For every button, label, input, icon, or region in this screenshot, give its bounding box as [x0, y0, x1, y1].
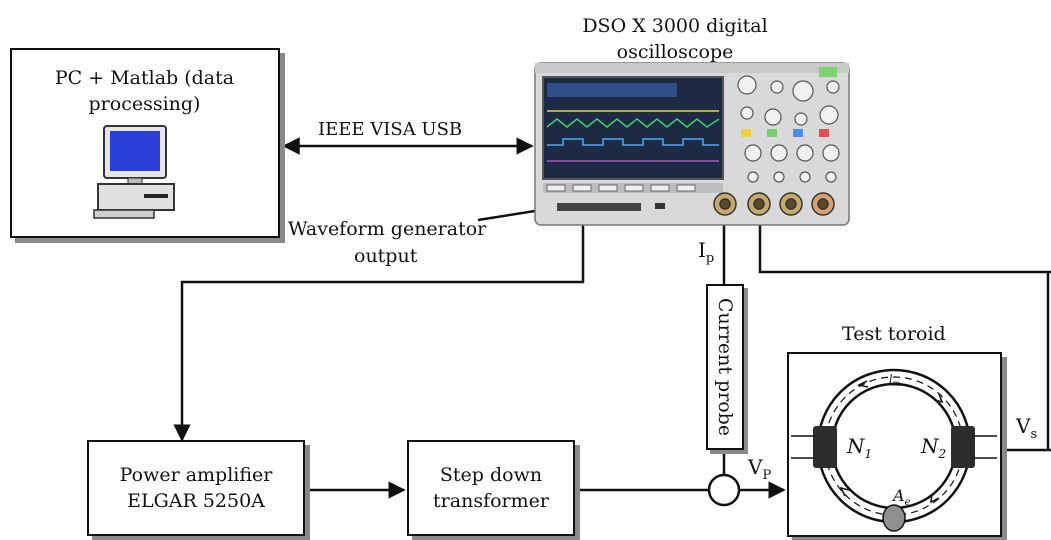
- wavegen-label-line1: Waveform generator: [288, 218, 487, 240]
- pc-title-line1: PC + Matlab (data: [54, 67, 235, 89]
- n1-sub: 1: [864, 447, 873, 461]
- scope-title-line1: DSO X 3000 digital: [582, 15, 768, 37]
- n1-main: N: [847, 434, 865, 458]
- pc-title-line2: processing): [88, 93, 201, 115]
- pc-box: PC + Matlab (data processing): [10, 48, 280, 238]
- ip-sub: p: [705, 251, 715, 266]
- current-probe-box: Current probe: [706, 284, 744, 450]
- amplifier-line1: Power amplifier: [119, 464, 273, 486]
- lm-sub: m: [892, 379, 901, 389]
- transformer-box: Step down transformer: [407, 440, 575, 536]
- n2-sub: 2: [938, 447, 947, 461]
- vp-label: VP: [748, 455, 771, 488]
- computer-icon: [93, 125, 175, 219]
- lm-main: l: [889, 373, 893, 386]
- vs-main: V: [1016, 414, 1031, 438]
- toroid-title: Test toroid: [842, 323, 946, 345]
- amplifier-line2: ELGAR 5250A: [127, 490, 265, 512]
- usb-link-label: IEEE VISA USB: [318, 119, 463, 140]
- current-probe-label: Current probe: [714, 297, 736, 437]
- toroid-ae-label: Ae: [893, 484, 910, 515]
- vp-sub: P: [762, 468, 772, 483]
- wavegen-to-amplifier-line: [173, 212, 585, 442]
- toroid-box: N1 N2 Ae lm: [787, 352, 1002, 537]
- toroid-icon: [791, 368, 997, 532]
- transformer-line1: Step down: [439, 464, 543, 486]
- power-amplifier-box: Power amplifier ELGAR 5250A: [87, 440, 305, 536]
- wavegen-label-line2: output: [354, 245, 418, 267]
- vs-sub: s: [1030, 427, 1038, 442]
- n2-main: N: [921, 434, 939, 458]
- ip-main: I: [698, 238, 706, 262]
- toroid-n1-label: N1: [847, 434, 872, 466]
- ae-main: A: [893, 486, 905, 505]
- vs-label: Vs: [1016, 414, 1037, 447]
- toroid-lm-label: lm: [889, 368, 900, 396]
- vp-main: V: [748, 455, 763, 479]
- oscilloscope-icon: [534, 62, 850, 226]
- current-probe-ring: [707, 473, 741, 507]
- transformer-line2: transformer: [433, 490, 549, 512]
- ip-label: Ip: [698, 238, 714, 271]
- ae-sub: e: [904, 497, 911, 509]
- scope-title-line2: oscilloscope: [616, 41, 734, 63]
- toroid-n2-label: N2: [921, 434, 946, 466]
